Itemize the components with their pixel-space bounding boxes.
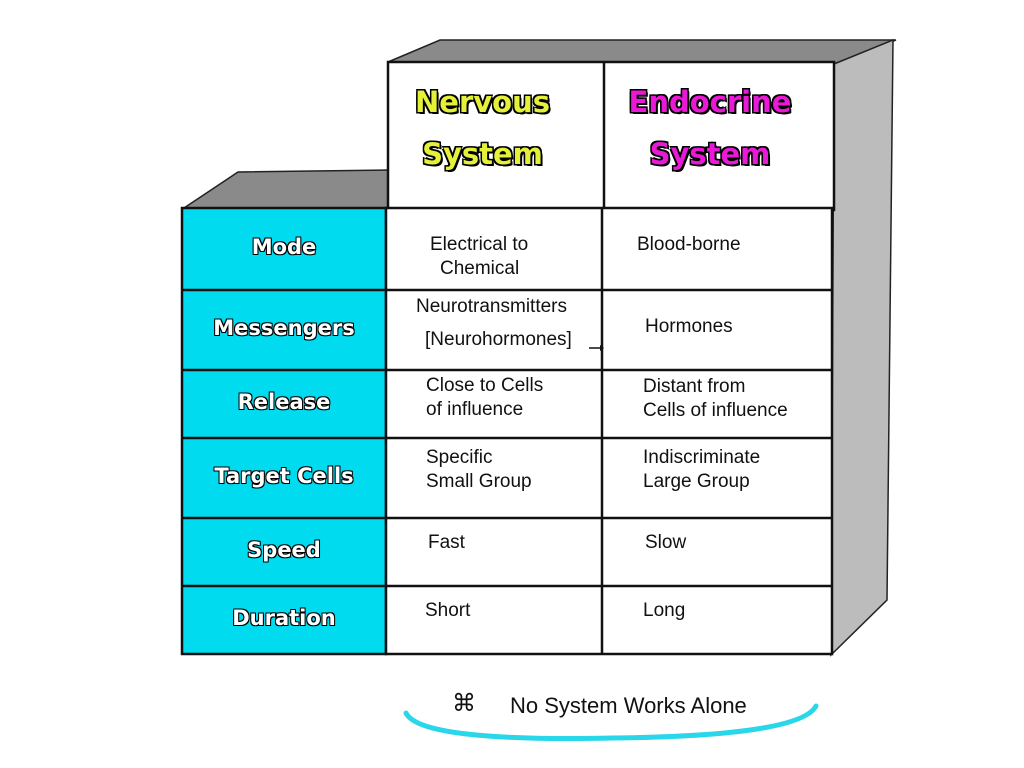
endocrine-cell-text: Cells of influence <box>643 400 788 421</box>
nervous-cell-text: [Neurohormones] <box>425 329 572 350</box>
endocrine-cell-text: Hormones <box>645 316 733 337</box>
row-label-release: Release <box>237 389 331 414</box>
endocrine-header: Endocrine System <box>605 76 815 180</box>
nervous-header-line2: System <box>422 137 543 171</box>
endocrine-cell-text: Slow <box>645 532 687 553</box>
nervous-cell-text: Chemical <box>440 258 520 279</box>
lower-box-top-face <box>181 169 389 209</box>
endocrine-header-line2: System <box>649 137 771 171</box>
footer-caption: No System Works Alone <box>510 693 747 718</box>
nervous-cell-text: Small Group <box>426 471 532 492</box>
box-right-side-face <box>830 38 894 657</box>
nervous-cell-text: Neurotransmitters <box>416 296 567 317</box>
row-label-duration: Duration <box>232 605 337 630</box>
header-area <box>386 60 836 212</box>
nervous-cell-text: Short <box>425 600 471 621</box>
nervous-cell-text: Close to Cells <box>426 375 544 396</box>
data-area <box>384 206 834 656</box>
row-label-mode: Mode <box>251 234 317 259</box>
upper-box-top-face <box>387 39 897 65</box>
endocrine-cell-text: Blood-borne <box>637 234 741 255</box>
nervous-cell-text: Fast <box>428 532 465 553</box>
endocrine-header-line1: Endocrine <box>628 85 792 119</box>
nervous-header: Nervous System <box>395 76 570 180</box>
endocrine-cell-text: Long <box>643 600 686 621</box>
row-label-target-cells: Target Cells <box>214 463 355 488</box>
nervous-cell-text: Electrical to <box>430 234 529 255</box>
row-label-messengers: Messengers <box>213 315 356 340</box>
nervous-cell-text: of influence <box>426 399 524 420</box>
footer-arc <box>403 703 819 741</box>
endocrine-cell-text: Large Group <box>643 471 750 492</box>
label-column <box>180 206 388 656</box>
endocrine-cell-text: Indiscriminate <box>643 447 761 468</box>
nervous-cell-text: Specific <box>426 447 493 468</box>
command-key-icon: ⌘ <box>452 689 476 717</box>
row-label-speed: Speed <box>247 537 322 562</box>
endocrine-cell-text: Distant from <box>643 376 746 397</box>
nervous-header-line1: Nervous <box>415 85 550 119</box>
